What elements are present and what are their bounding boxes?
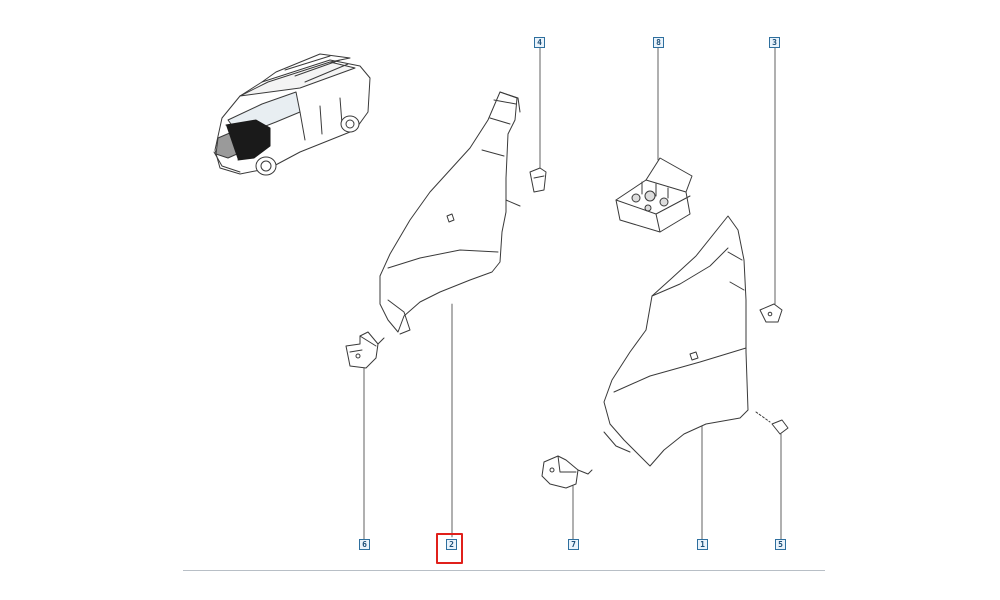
callout-5[interactable]: 5 <box>775 539 786 550</box>
callout-3[interactable]: 3 <box>769 37 780 48</box>
clip-3 <box>759 303 783 323</box>
bracket-6 <box>345 331 385 369</box>
callout-4[interactable]: 4 <box>534 37 545 48</box>
fastener-kit-box <box>615 157 693 233</box>
clip-4 <box>529 167 547 193</box>
callout-1[interactable]: 1 <box>697 539 708 550</box>
bottom-divider <box>183 570 825 571</box>
bracket-7 <box>541 455 593 489</box>
right-fender <box>603 215 749 467</box>
left-fender <box>379 91 521 335</box>
van-thumbnail <box>213 53 371 176</box>
callout-7[interactable]: 7 <box>568 539 579 550</box>
clip-5 <box>755 411 789 435</box>
callout-2[interactable]: 2 <box>446 539 457 550</box>
callout-6[interactable]: 6 <box>359 539 370 550</box>
callout-8[interactable]: 8 <box>653 37 664 48</box>
selected-callout-highlight <box>436 533 463 564</box>
